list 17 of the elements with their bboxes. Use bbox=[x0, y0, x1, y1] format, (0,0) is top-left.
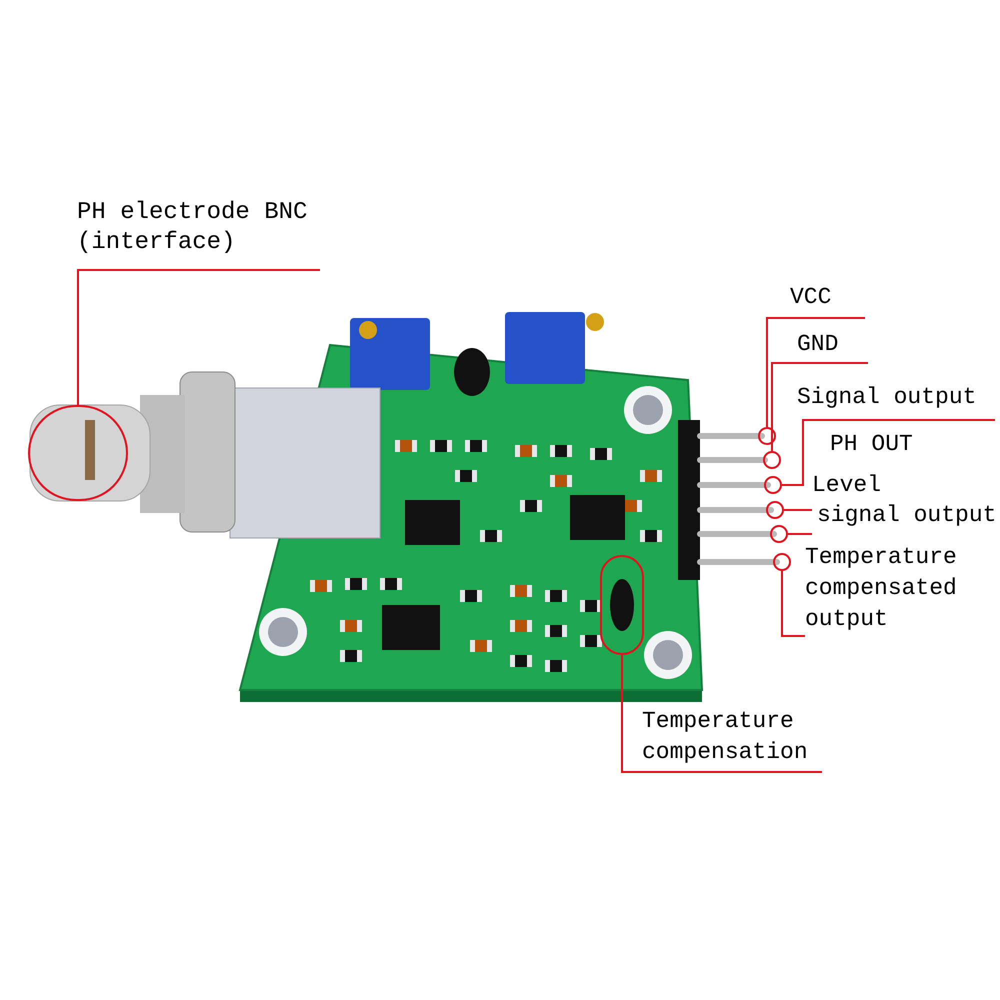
callout-label: VCC bbox=[790, 283, 832, 311]
leader-line bbox=[621, 655, 822, 773]
leader-line bbox=[766, 317, 866, 428]
callout-label: GND bbox=[797, 330, 840, 358]
callout-label: Level bbox=[812, 471, 882, 500]
callout-label: signal output bbox=[817, 501, 998, 530]
leader-line bbox=[782, 419, 995, 486]
callout-label: Signal output bbox=[797, 383, 978, 412]
leader-line bbox=[784, 509, 812, 511]
callout-label: PH OUT bbox=[830, 430, 913, 458]
leader-line bbox=[781, 571, 805, 637]
leader-line bbox=[771, 362, 869, 452]
callout-label: Temperature compensation bbox=[642, 707, 809, 767]
callout-label: PH electrode BNC (interface) bbox=[77, 198, 308, 258]
leader-line bbox=[77, 269, 320, 405]
callout-label: Temperature compensated output bbox=[805, 543, 958, 634]
leader-line bbox=[788, 533, 812, 536]
